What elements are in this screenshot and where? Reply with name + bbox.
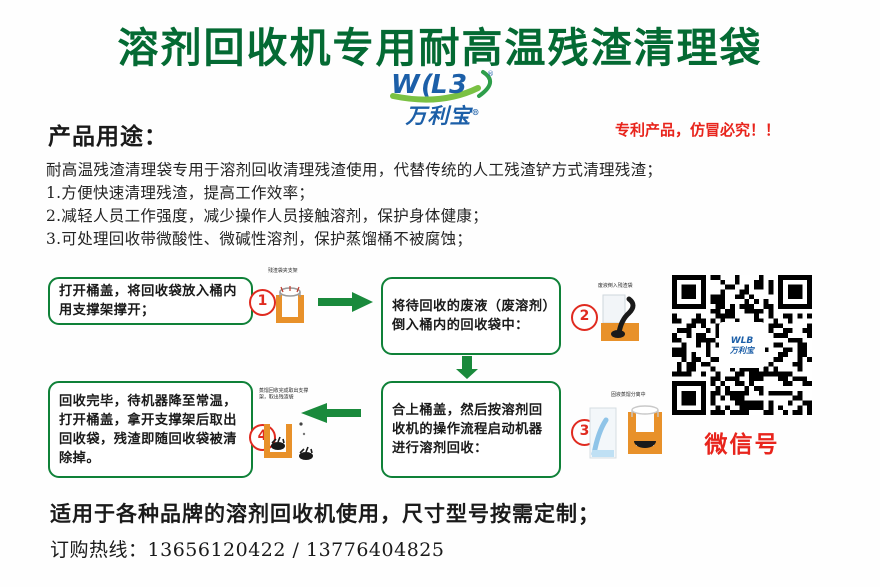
- distillation-icon: [588, 398, 668, 468]
- qr-logo-mark: WLB: [730, 335, 754, 346]
- flow-step-4-number: 4: [249, 424, 276, 451]
- pouring-liquid-icon: [597, 293, 645, 345]
- svg-text:(: (: [421, 70, 434, 100]
- wechat-label: 微信号: [704, 431, 780, 458]
- svg-text:W: W: [391, 70, 421, 100]
- flow-step-2-box: 将待回收的废液（废溶剂）倒入桶内的回收袋中：: [381, 277, 561, 355]
- flow-step-1-caption: 残渣袋夹支架: [268, 268, 298, 274]
- arrow-right-icon: [318, 291, 374, 317]
- flow-step-4-box: 回收完毕，待机器降至常温，打开桶盖，拿开支撑架后取出回收袋，残渣即随回收袋被清除…: [48, 381, 253, 478]
- wlb-logo-icon: W ( L 3 ®: [390, 70, 494, 103]
- arrow-down-icon: [455, 356, 479, 384]
- flow-step-2-text: 将待回收的废液（废溶剂）倒入桶内的回收袋中：: [392, 299, 550, 333]
- bucket-with-bag-icon: [268, 281, 312, 329]
- registered-icon: ®: [471, 107, 481, 117]
- brand-name-cn: 万利宝®: [368, 100, 518, 130]
- flow-step-3-box: 合上桶盖，然后按溶剂回收机的操作流程启动机器进行溶剂回收：: [381, 381, 561, 478]
- use-line-intro: 耐高温残渣清理袋专用于溶剂回收清理残渣使用，代替传统的人工残渣铲方式清理残渣；: [46, 161, 663, 179]
- flow-step-3-caption: 固液蒸馏分离中: [611, 392, 646, 398]
- order-hotline-label: 订购热线：: [50, 539, 148, 561]
- flow-step-1-text: 打开桶盖，将回收袋放入桶内用支撑架撑开；: [59, 284, 237, 318]
- svg-text:3: 3: [449, 70, 467, 100]
- flow-step-4-caption: 蒸馏回收完成取出支撑架，取出残渣袋: [259, 388, 309, 401]
- use-line-1: 1.方便快速清理残渣，提高工作效率；: [46, 184, 315, 202]
- flow-step-3-text: 合上桶盖，然后按溶剂回收机的操作流程启动机器进行溶剂回收：: [392, 403, 543, 456]
- section-heading-product-use: 产品用途：: [48, 123, 168, 150]
- use-line-3: 3.可处理回收带微酸性、微碱性溶剂，保护蒸馏桶不被腐蚀；: [46, 230, 473, 248]
- wechat-qr-code[interactable]: WLB 万利宝: [672, 275, 812, 415]
- svg-text:®: ®: [487, 70, 494, 78]
- qr-center-logo: WLB 万利宝: [719, 322, 765, 368]
- page-title: 溶剂回收机专用耐高温残渣清理袋: [117, 24, 763, 72]
- use-line-2: 2.减轻人员工作强度，减少操作人员接触溶剂，保护身体健康；: [46, 207, 488, 225]
- flow-step-2-caption: 废液倒入残渣袋: [598, 283, 633, 289]
- footer-line-1: 适用于各种品牌的溶剂回收机使用，尺寸型号按需定制；: [50, 501, 600, 526]
- flow-step-1-box: 打开桶盖，将回收袋放入桶内用支撑架撑开；: [48, 277, 253, 325]
- phone-number-1[interactable]: 13656120422: [147, 539, 286, 561]
- flow-step-2-number: 2: [571, 304, 598, 331]
- residue-removal-icon: [260, 412, 318, 468]
- footer-line-2: 订购热线：13656120422 / 13776404825: [50, 535, 444, 562]
- flow-step-1-number: 1: [249, 289, 276, 316]
- qr-logo-name: 万利宝: [730, 345, 754, 355]
- arrow-left-icon: [300, 402, 362, 428]
- brand-logo: W ( L 3 ® 万利宝®: [368, 66, 518, 128]
- flow-step-4-text: 回收完毕，待机器降至常温，打开桶盖，拿开支撑架后取出回收袋，残渣即随回收袋被清除…: [59, 393, 237, 466]
- wlb-logo-mark: W ( L 3 ®: [368, 66, 518, 103]
- patent-notice: 专利产品，仿冒必究！！: [615, 121, 781, 139]
- brand-name-text: 万利宝: [405, 103, 472, 128]
- product-uses-list: 耐高温残渣清理袋专用于溶剂回收清理残渣使用，代替传统的人工残渣铲方式清理残渣； …: [46, 159, 866, 251]
- phone-separator: /: [286, 539, 306, 561]
- svg-text:L: L: [431, 70, 448, 100]
- phone-number-2[interactable]: 13776404825: [305, 539, 445, 561]
